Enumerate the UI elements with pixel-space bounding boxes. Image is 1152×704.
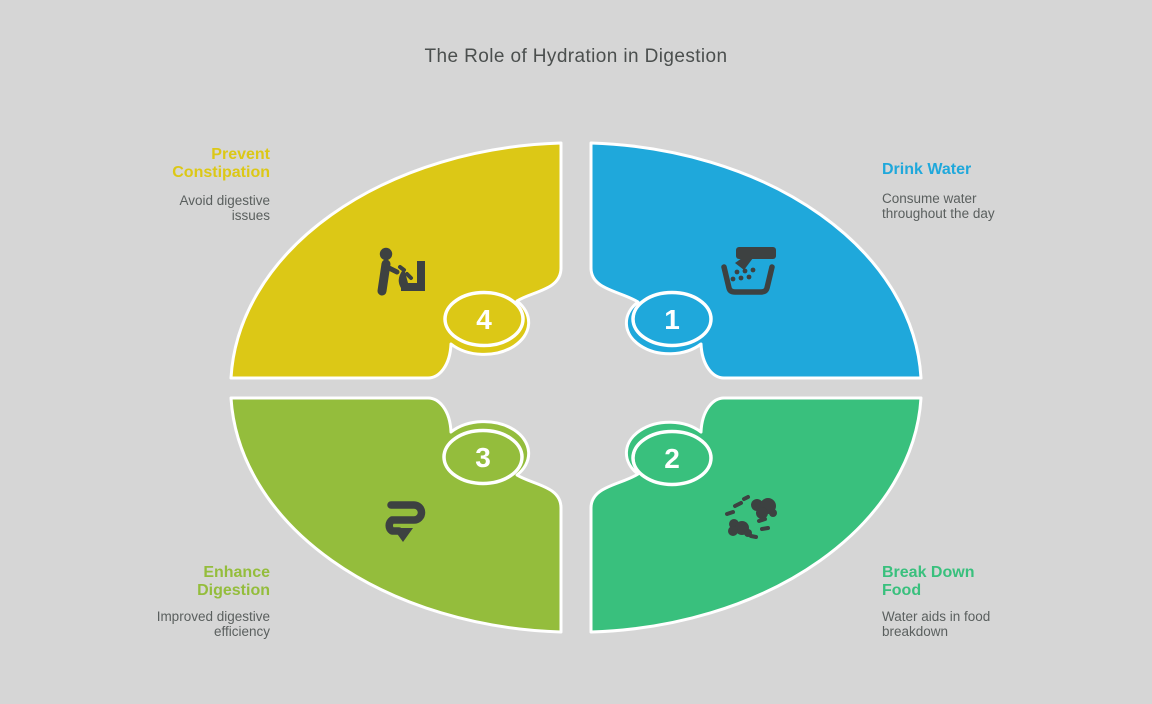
faucet-basin-icon [721,247,776,295]
badge-number-1: 1 [664,304,680,335]
winding-arrow-icon [385,501,426,542]
badge-number-2: 2 [664,443,680,474]
label-enhance-digestion: Enhance Digestion [197,564,270,599]
quadrant-enhance-digestion [229,396,563,634]
person-toilet-icon [377,247,425,296]
badge-step-4: 4 [443,290,525,348]
description-break-down-food: Water aids in food breakdown [882,609,991,639]
badge-number-4: 4 [476,304,492,335]
page-title: The Role of Hydration in Digestion [424,46,728,67]
badge-step-3: 3 [442,428,524,486]
quadrant-drink-water [589,141,923,380]
label-break-down-food: Break Down Food [882,564,975,599]
label-prevent-constipation: Prevent Constipation [172,146,270,181]
description-prevent-constipation: Avoid digestive issues [179,193,270,223]
badge-step-2: 2 [631,429,713,487]
label-drink-water: Drink Water [882,161,972,178]
quadrant-break-down-food [589,396,923,634]
quadrant-prevent-constipation [229,141,563,380]
description-enhance-digestion: Improved digestive efficiency [156,609,270,639]
badge-step-1: 1 [631,290,713,348]
badge-number-3: 3 [475,442,491,473]
food-crumbs-icon [725,495,777,539]
description-drink-water: Consume water throughout the day [882,191,995,221]
